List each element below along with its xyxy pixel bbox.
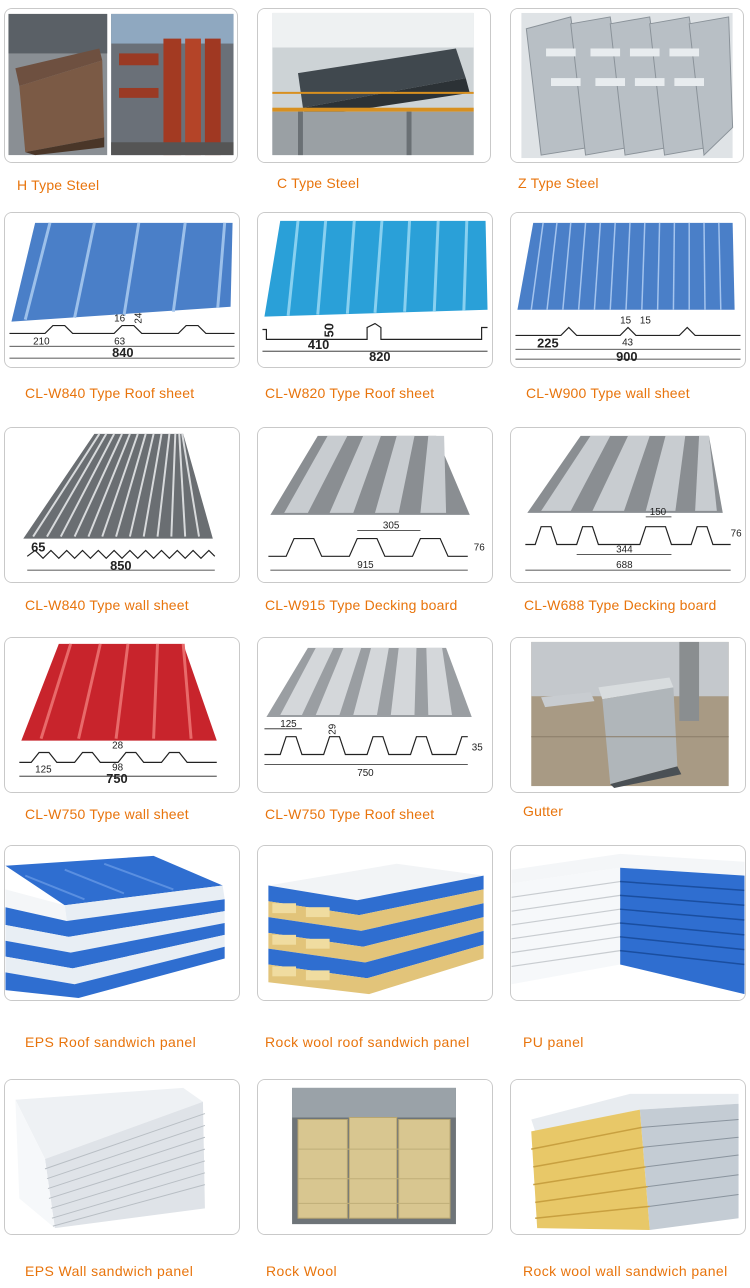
z-type-steel-image [511,9,743,162]
dim-label: 225 [537,335,558,350]
product-card-pu-panel[interactable] [510,845,746,1001]
dim-label: 76 [474,542,485,553]
dim-label: 50 [322,323,337,337]
eps-roof-sandwich-panel-image [5,846,239,1000]
dim-label: 63 [114,336,125,347]
product-card-z-type-steel[interactable] [510,8,744,163]
product-label: Rock wool roof sandwich panel [265,1034,470,1050]
dim-label: 125 [280,719,297,730]
dim-label: 344 [616,544,633,555]
product-label: Gutter [523,803,564,819]
cl-w840-roof-sheet-image: 16 24 63 210 840 [5,213,239,367]
dim-label: 915 [357,560,374,571]
cl-w820-roof-sheet-image: 50 410 820 [258,213,492,367]
h-type-steel-image [5,9,237,162]
cl-w900-wall-sheet-image: 15 15 43 225 900 [511,213,745,367]
dim-label: 98 [112,762,123,773]
dim-label: 210 [33,336,50,347]
c-type-steel-image [258,9,490,162]
product-label: Z Type Steel [518,175,599,191]
cl-w688-decking-board-image: 150 76 344 688 [511,428,745,582]
product-card-rock-wool-wall-sandwich[interactable] [510,1079,746,1235]
eps-wall-sandwich-panel-image [5,1080,239,1234]
product-card-cl-w750-roof[interactable]: 125 29 35 750 [257,637,493,793]
product-card-cl-w840-wall[interactable]: 65 850 [4,427,240,583]
product-label: Rock wool wall sandwich panel [523,1263,728,1279]
cl-w840-wall-sheet-image: 65 850 [5,428,239,582]
product-label: EPS Wall sandwich panel [25,1263,194,1279]
product-card-gutter[interactable] [510,637,746,793]
product-label: CL-W750 Type Roof sheet [265,806,435,822]
product-card-cl-w820-roof[interactable]: 50 410 820 [257,212,493,368]
product-card-cl-w688-decking[interactable]: 150 76 344 688 [510,427,746,583]
dim-label: 305 [383,521,400,532]
dim-label: 688 [616,560,633,571]
dim-label: 35 [472,743,483,754]
pu-panel-image [511,846,745,1000]
product-label: H Type Steel [17,177,100,193]
product-card-rock-wool-roof-sandwich[interactable] [257,845,493,1001]
dim-label: 16 [114,314,125,325]
cl-w915-decking-board-image: 305 76 915 [258,428,492,582]
product-card-cl-w900-wall[interactable]: 15 15 43 225 900 [510,212,746,368]
rock-wool-wall-sandwich-panel-image [511,1080,745,1234]
rock-wool-image [258,1080,492,1234]
cl-w750-roof-sheet-image: 125 29 35 750 [258,638,492,792]
product-card-cl-w750-wall[interactable]: 28 98 125 750 [4,637,240,793]
gutter-image [511,638,745,792]
product-label: PU panel [523,1034,584,1050]
product-label: CL-W900 Type wall sheet [526,385,690,401]
product-label: CL-W840 Type wall sheet [25,597,189,613]
product-label: CL-W750 Type wall sheet [25,806,189,822]
product-label: CL-W820 Type Roof sheet [265,385,435,401]
dim-label: 150 [650,507,667,518]
product-label: CL-W915 Type Decking board [265,597,458,613]
dim-label: 125 [35,764,52,775]
rock-wool-roof-sandwich-panel-image [258,846,492,1000]
dim-label: 29 [328,723,339,734]
dim-label: 900 [616,349,637,364]
product-card-cl-w840-roof[interactable]: 16 24 63 210 840 [4,212,240,368]
cl-w750-wall-sheet-image: 28 98 125 750 [5,638,239,792]
dim-label: 850 [110,558,131,573]
product-card-cl-w915-decking[interactable]: 305 76 915 [257,427,493,583]
dim-label: 750 [106,771,127,786]
dim-label: 76 [731,529,742,540]
product-card-c-type-steel[interactable] [257,8,491,163]
product-label: CL-W688 Type Decking board [524,597,717,613]
dim-label: 28 [112,741,123,752]
dim-label: 840 [112,345,133,360]
product-label: C Type Steel [277,175,360,191]
dim-label: 24 [134,312,145,323]
dim-label: 65 [31,539,45,554]
dim-label: 15 [620,316,631,327]
dim-label: 750 [357,768,374,779]
product-card-h-type-steel[interactable] [4,8,238,163]
dim-label: 410 [308,337,329,352]
product-label: EPS Roof sandwich panel [25,1034,197,1050]
dim-label: 43 [622,337,633,348]
product-card-eps-wall-sandwich[interactable] [4,1079,240,1235]
dim-label: 15 [640,316,651,327]
product-label: Rock Wool [266,1263,338,1279]
dim-label: 820 [369,349,390,364]
product-label: CL-W840 Type Roof sheet [25,385,195,401]
product-card-rock-wool[interactable] [257,1079,493,1235]
product-card-eps-roof-sandwich[interactable] [4,845,240,1001]
